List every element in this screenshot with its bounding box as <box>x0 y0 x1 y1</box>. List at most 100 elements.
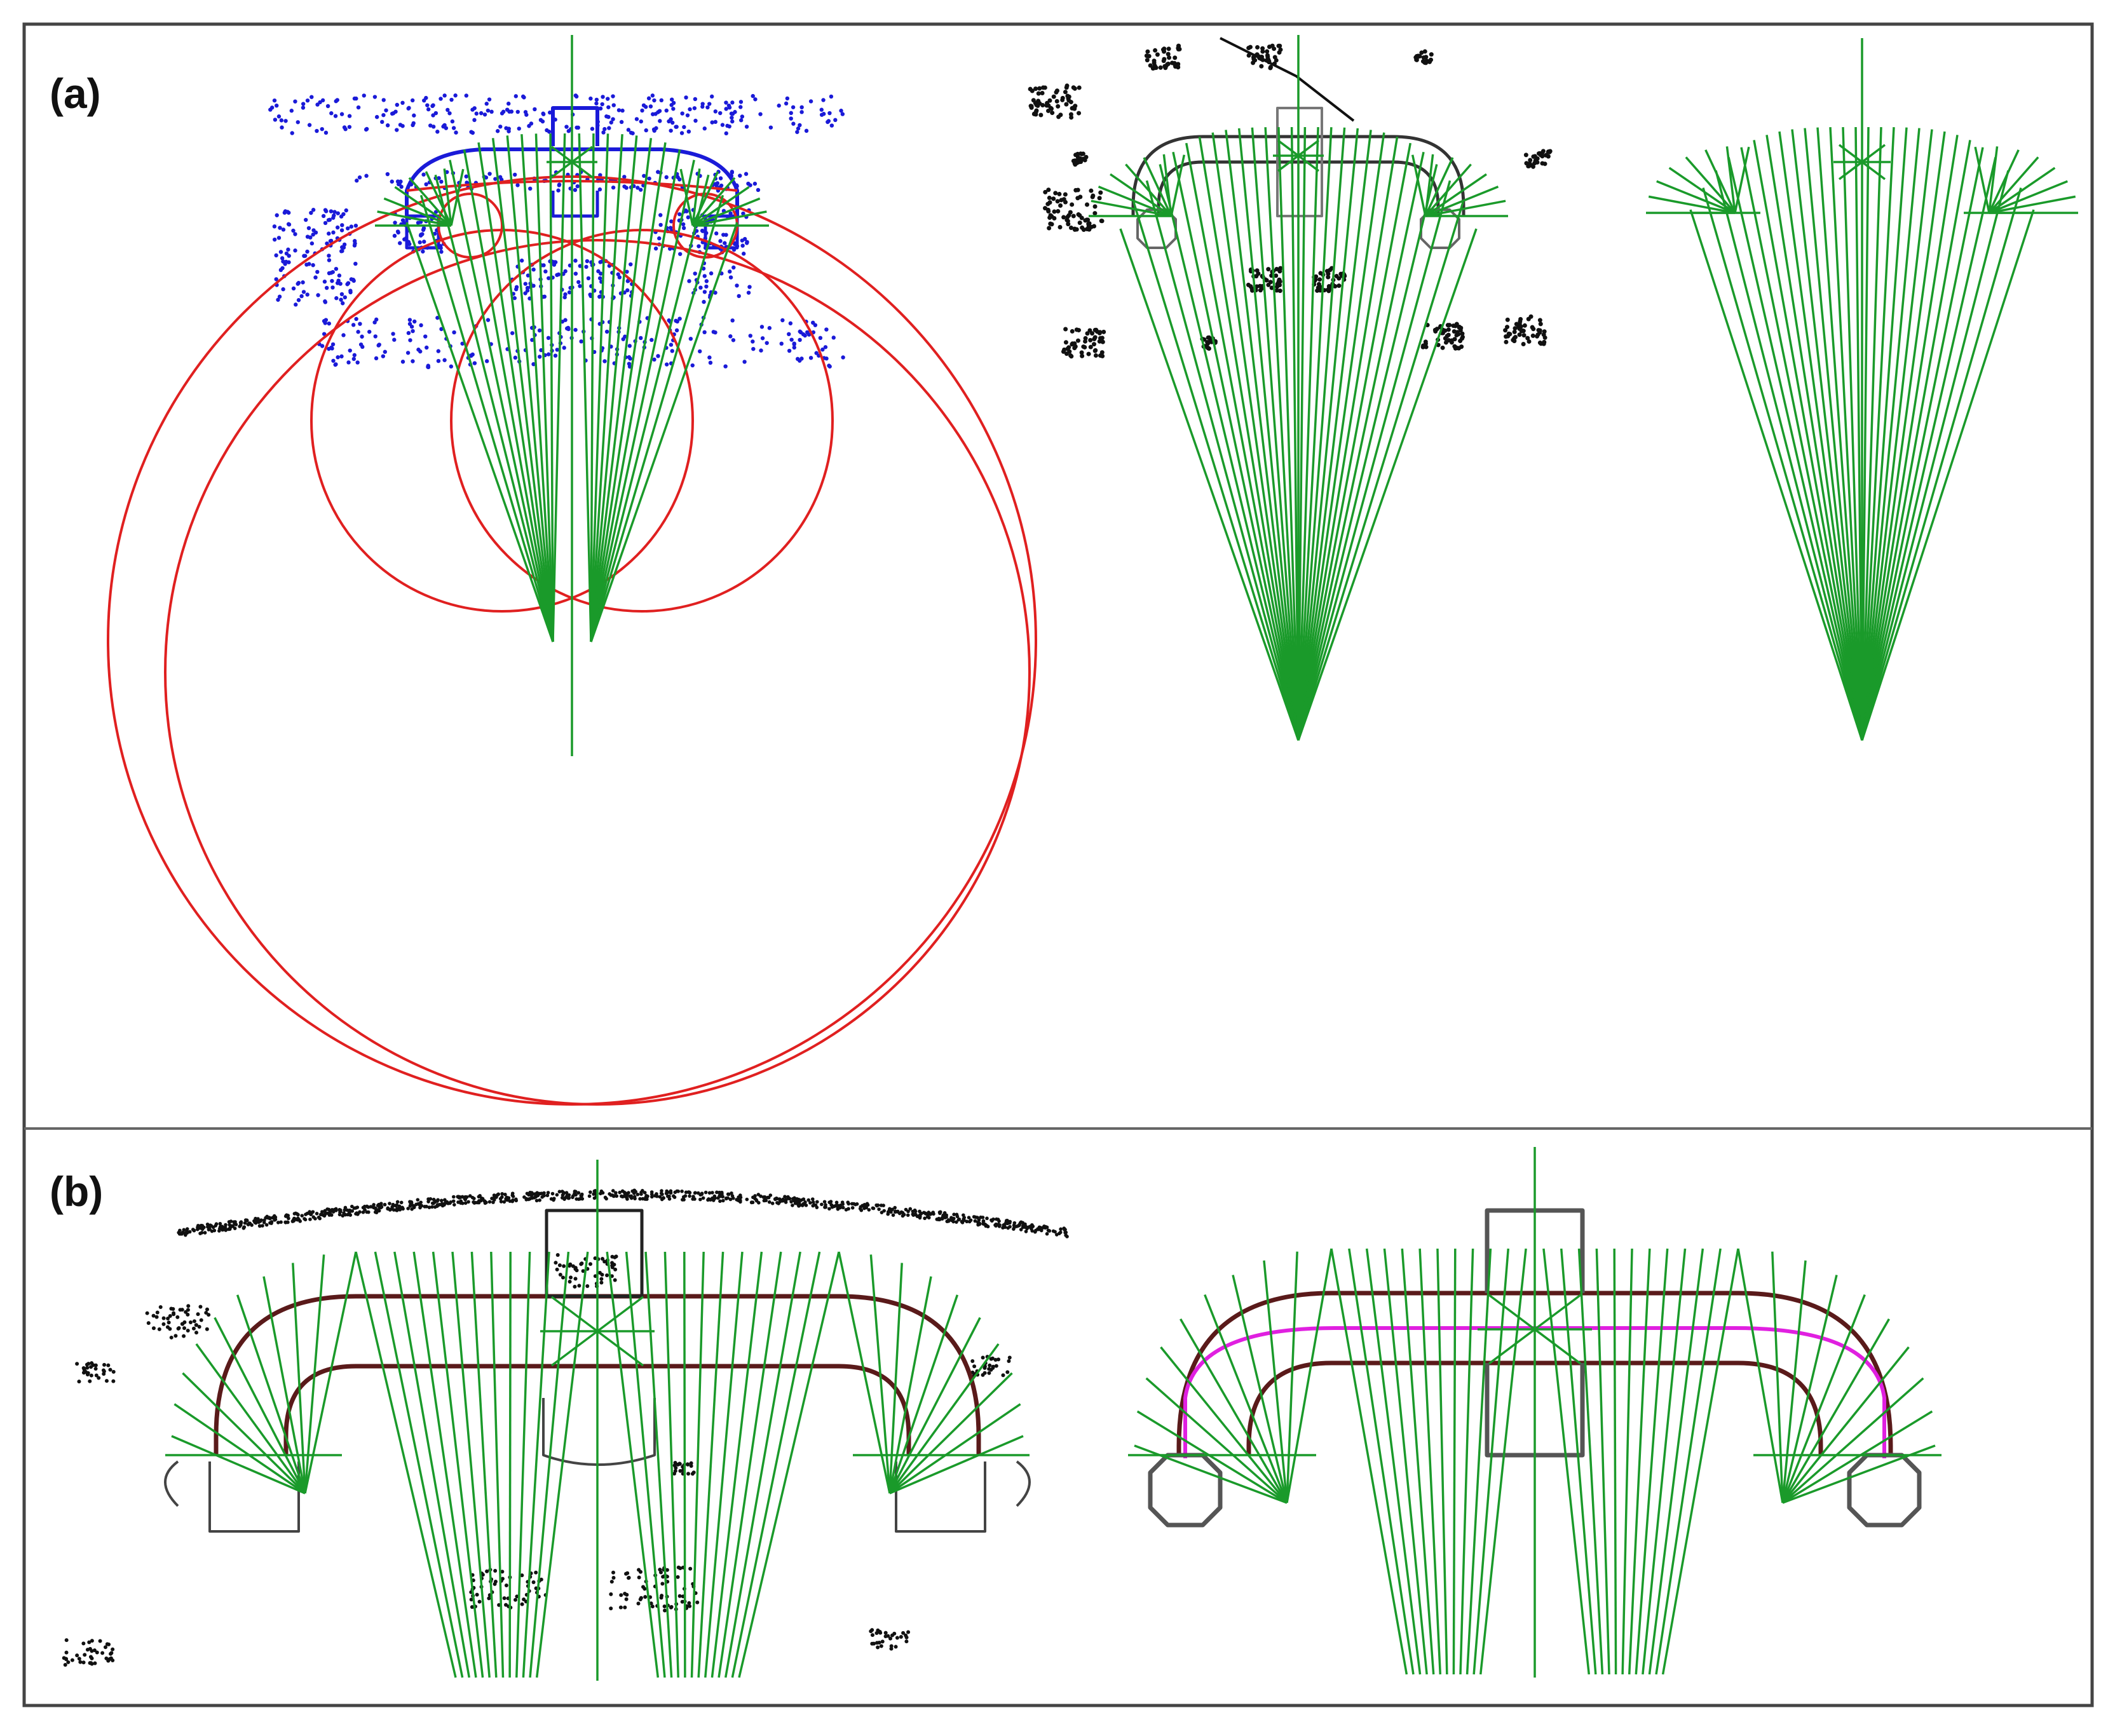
black-point <box>1277 269 1282 274</box>
edge-point <box>659 1570 663 1575</box>
edge-point <box>562 1197 566 1201</box>
blue-point <box>600 102 604 107</box>
edge-point <box>669 1189 673 1193</box>
blue-point <box>707 355 712 360</box>
black-point <box>1251 60 1256 65</box>
blue-point <box>338 281 343 286</box>
edge-point <box>194 1331 199 1335</box>
black-point <box>1066 213 1071 218</box>
black-point <box>1517 332 1522 337</box>
edge-point <box>395 1207 400 1210</box>
black-point <box>1525 336 1530 341</box>
edge-point <box>388 1202 391 1205</box>
fan-ray <box>412 1251 477 1678</box>
edge-point <box>672 1194 676 1198</box>
blue-point <box>765 341 769 345</box>
fan-ray <box>889 1435 1024 1495</box>
edge-point <box>859 1205 863 1209</box>
edge-point <box>1054 1233 1059 1237</box>
fan-ray <box>1348 1248 1415 1675</box>
blue-point <box>356 105 361 110</box>
blue-point <box>395 102 400 107</box>
edge-point <box>879 1204 883 1207</box>
edge-point <box>827 1207 831 1211</box>
converging-ray <box>463 149 554 642</box>
fan-ray <box>1136 1410 1288 1504</box>
converging-ray <box>590 133 595 642</box>
edge-point <box>104 1379 109 1383</box>
edge-point <box>196 1312 200 1317</box>
edge-point <box>271 1216 275 1220</box>
edge-point <box>660 1594 664 1598</box>
blue-point <box>586 276 591 281</box>
black-point <box>1080 353 1085 358</box>
edge-point <box>967 1216 971 1219</box>
black-point <box>1503 328 1508 333</box>
blue-point <box>336 355 340 360</box>
blue-point <box>425 345 429 350</box>
edge-point <box>292 1217 296 1222</box>
blue-point <box>299 294 304 299</box>
black-point <box>1454 322 1459 327</box>
blue-point <box>564 125 569 129</box>
blue-point <box>594 97 599 102</box>
blue-point <box>436 358 441 363</box>
blue-point <box>332 213 336 218</box>
fan-ray <box>1418 1248 1442 1675</box>
blue-point <box>495 129 500 133</box>
edge-point <box>970 1359 975 1363</box>
black-point <box>1248 44 1253 50</box>
edge-point <box>531 1580 536 1585</box>
edge-point <box>1003 1223 1007 1226</box>
blue-point <box>705 105 710 110</box>
black-point <box>1326 275 1331 280</box>
converging-ray <box>477 142 554 642</box>
edge-point <box>985 1216 989 1221</box>
edge-point <box>463 1197 467 1202</box>
edge-point <box>97 1376 101 1380</box>
edge-point <box>366 1205 371 1209</box>
edge-point <box>673 1461 677 1465</box>
blue-point <box>671 100 676 105</box>
blue-point <box>339 228 344 233</box>
blue-point <box>272 237 277 242</box>
blue-point <box>407 318 412 322</box>
black-point <box>1046 208 1051 214</box>
blue-point <box>280 256 285 261</box>
panel-b-label: (b) <box>50 1168 103 1215</box>
edge-point <box>1033 1230 1037 1234</box>
blue-point <box>686 129 691 134</box>
blue-point <box>597 187 602 192</box>
edge-point <box>620 1194 623 1198</box>
converging-ray <box>520 134 554 642</box>
blue-point <box>307 123 312 127</box>
edge-point <box>103 1645 107 1650</box>
edge-point <box>452 1195 456 1199</box>
edge-point <box>938 1211 942 1216</box>
fan-ray <box>1459 1248 1474 1675</box>
black-point <box>1165 62 1170 67</box>
edge-point <box>787 1197 792 1201</box>
edge-point <box>77 1380 81 1384</box>
panel-a-left-view <box>107 35 1037 1106</box>
black-point <box>1063 340 1068 345</box>
black-point <box>1090 331 1095 336</box>
edge-point <box>200 1231 204 1235</box>
blue-point <box>272 98 277 103</box>
blue-point <box>664 175 669 180</box>
blue-point <box>796 126 801 131</box>
edge-point <box>972 1215 976 1219</box>
edge-point <box>261 1224 264 1228</box>
blue-point <box>398 123 403 127</box>
black-point <box>1505 325 1510 330</box>
edge-point <box>829 1200 833 1204</box>
edge-point <box>658 1195 662 1199</box>
fan-ray <box>490 1251 505 1678</box>
blue-point <box>808 99 813 104</box>
converging-ray <box>1211 132 1300 741</box>
blue-point <box>742 360 747 364</box>
blue-point <box>274 277 278 281</box>
edge-point <box>841 1205 845 1210</box>
black-point <box>1098 336 1103 341</box>
black-point <box>1076 328 1081 333</box>
